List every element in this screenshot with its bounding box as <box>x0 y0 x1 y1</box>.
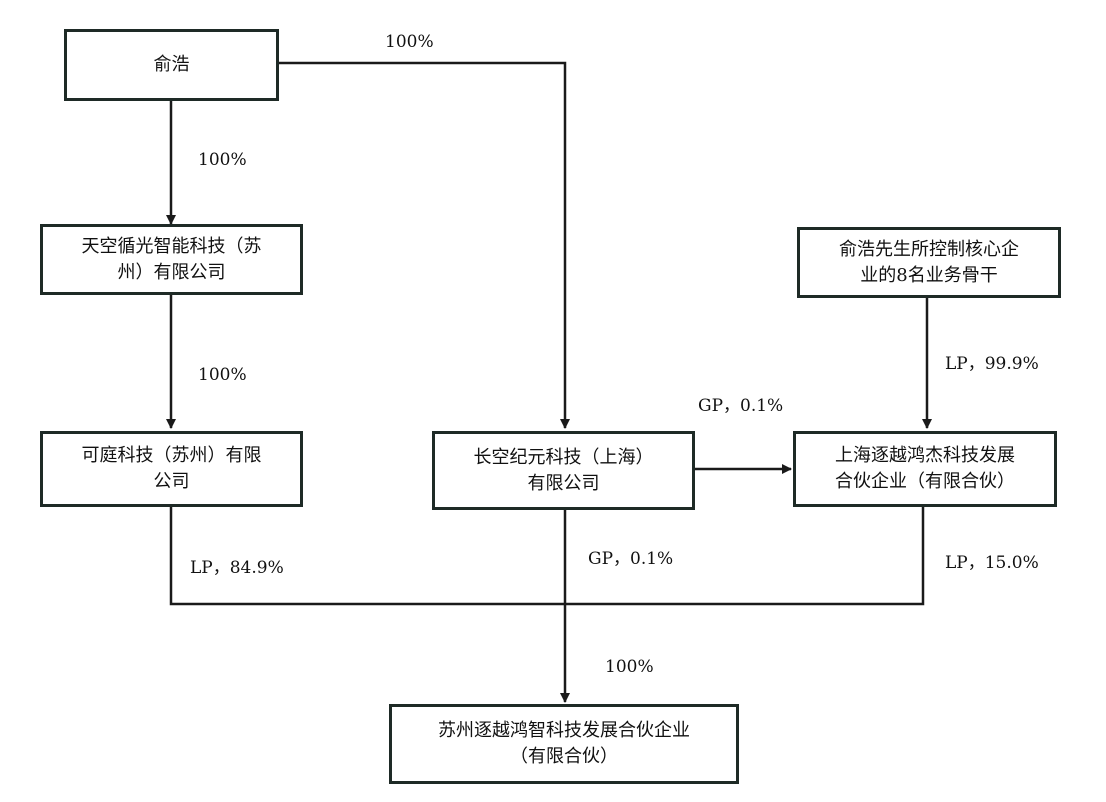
edge-label-tiankong-keting: 100% <box>198 365 247 385</box>
edge-label-combined-suzhou: 100% <box>605 657 654 677</box>
node-changkong: 长空纪元科技（上海） 有限公司 <box>432 431 695 510</box>
edge-label-changkong-shanghai: GP，0.1% <box>698 396 784 416</box>
node-changkong-label: 长空纪元科技（上海） 有限公司 <box>473 446 654 494</box>
node-shanghai-zhuyue: 上海逐越鸿杰科技发展 合伙企业（有限合伙） <box>793 431 1057 507</box>
edge-label-shanghai-suzhou: LP，15.0% <box>945 553 1039 573</box>
edge-label-yuhao-changkong: 100% <box>385 32 434 52</box>
node-backbone-label: 俞浩先生所控制核心企 业的8名业务骨干 <box>839 238 1019 286</box>
edge-label-changkong-suzhou: GP，0.1% <box>588 549 674 569</box>
edge-label-backbone-shanghai: LP，99.9% <box>945 354 1039 374</box>
edge-label-yuhao-tiankong: 100% <box>198 150 247 170</box>
edge-keting-bus <box>169 506 565 606</box>
node-shanghai-zhuyue-label: 上海逐越鸿杰科技发展 合伙企业（有限合伙） <box>835 445 1015 492</box>
node-suzhou-zhuyue-label: 苏州逐越鸿智科技发展合伙企业 （有限合伙） <box>438 720 690 767</box>
node-tiankong: 天空循光智能科技（苏 州）有限公司 <box>40 224 303 295</box>
node-keting: 可庭科技（苏州）有限 公司 <box>40 431 303 507</box>
node-keting-label: 可庭科技（苏州）有限 公司 <box>81 445 262 492</box>
node-tiankong-label: 天空循光智能科技（苏 州）有限公司 <box>81 235 262 283</box>
node-backbone: 俞浩先生所控制核心企 业的8名业务骨干 <box>797 227 1061 298</box>
edge-label-keting-suzhou: LP，84.9% <box>190 558 284 578</box>
node-suzhou-zhuyue: 苏州逐越鸿智科技发展合伙企业 （有限合伙） <box>389 704 739 784</box>
node-yuhao-label: 俞浩 <box>153 54 190 75</box>
node-yuhao: 俞浩 <box>64 29 279 101</box>
edge-yuhao-changkong <box>278 61 570 429</box>
edge-shanghai-bus <box>565 506 925 606</box>
